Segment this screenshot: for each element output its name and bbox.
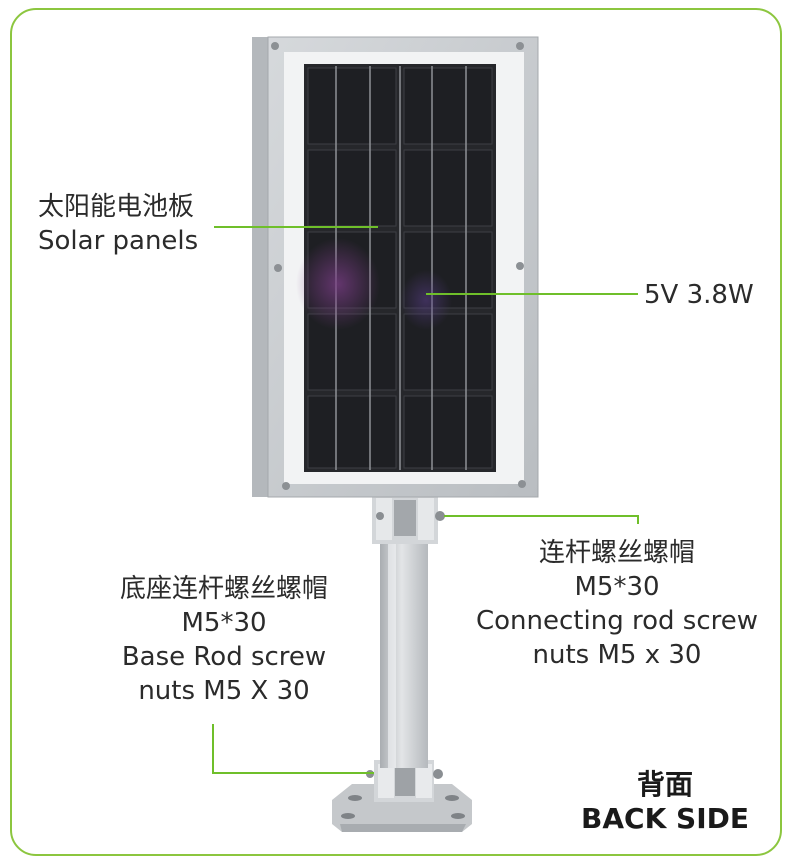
leader-lines <box>212 226 639 774</box>
connecting-rod-label-en-line2: nuts M5 x 30 <box>532 640 702 670</box>
connecting-rod-label-cn: 连杆螺丝螺帽 <box>538 538 695 568</box>
base-rod-label-en-line2: nuts M5 X 30 <box>138 676 310 706</box>
top-bracket <box>372 494 445 544</box>
base-rod-label: 底座连杆螺丝螺帽 M5*30 Base Rod screw nuts M5 X … <box>64 572 384 708</box>
solar-panels-label: 太阳能电池板 Solar panels <box>38 190 198 258</box>
base-rod-label-en-line1: Base Rod screw <box>121 642 327 672</box>
back-side-label-en: BACK SIDE <box>581 802 749 835</box>
connecting-rod-label-en-line1: Connecting rod screw <box>476 606 758 636</box>
connecting-rod-label: 连杆螺丝螺帽 M5*30 Connecting rod screw nuts M… <box>456 536 778 672</box>
back-side-label: 背面 BACK SIDE <box>578 768 752 836</box>
base-plate <box>332 784 472 832</box>
back-side-label-cn: 背面 <box>636 768 693 801</box>
connecting-rod-label-spec: M5*30 <box>574 572 660 602</box>
rounded-frame-border <box>10 8 782 856</box>
solar-cell-grid <box>296 64 496 472</box>
base-rod-label-spec: M5*30 <box>181 608 267 638</box>
solar-panels-label-en: Solar panels <box>38 226 199 256</box>
power-rating-label: 5V 3.8W <box>644 280 754 310</box>
base-rod-label-cn: 底座连杆螺丝螺帽 <box>119 574 328 604</box>
solar-panels-label-cn: 太阳能电池板 <box>38 192 195 222</box>
support-pole <box>380 530 428 768</box>
